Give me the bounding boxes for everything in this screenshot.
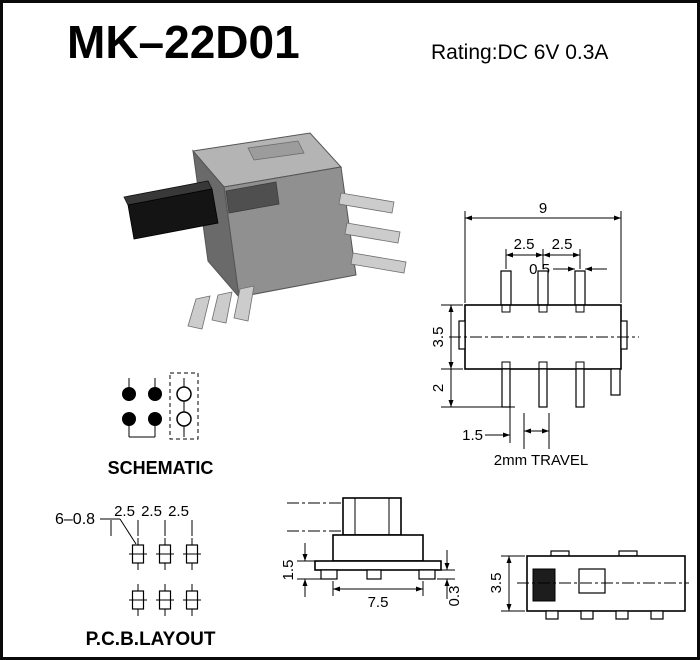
front-view-top-pins <box>500 270 586 306</box>
rating-label: Rating:DC 6V 0.3A <box>431 41 609 64</box>
schematic-label: SCHEMATIC <box>107 458 214 478</box>
pcb-pitch-2: 2.5 <box>141 503 162 520</box>
dim-text-knob-offset: 1.5 <box>462 427 483 444</box>
pcb-pitch-dims: 2.5 2.5 2.5 <box>110 503 193 536</box>
dim-side-width: 7.5 <box>332 581 424 611</box>
dim-text-pitch-left: 2.5 <box>514 236 535 253</box>
pcb-pitch-1: 2.5 <box>114 503 135 520</box>
front-view-bottom-pins <box>501 368 621 408</box>
dim-text-side-width: 7.5 <box>368 594 389 611</box>
travel-label: 2mm TRAVEL <box>494 452 588 469</box>
dim-side-foot: 0.3 <box>437 550 463 606</box>
dim-text-pin-length: 2 <box>430 384 447 392</box>
front-view-body <box>449 304 639 370</box>
dim-body-height: 3.5 <box>430 304 463 370</box>
end-view-drawing: 3.5 <box>488 550 689 620</box>
schematic-drawing <box>122 372 199 440</box>
front-view-drawing: 9 2.5 2.5 0.5 <box>430 200 639 469</box>
page-title: MK–22D01 <box>67 16 300 68</box>
pcb-hole-spec: 6–0.8 <box>55 511 95 528</box>
dim-pin-pitch: 2.5 2.5 <box>505 236 581 269</box>
dim-knob-offset: 1.5 <box>462 407 511 444</box>
product-photo <box>123 132 407 330</box>
dim-text-body-height: 3.5 <box>430 327 447 348</box>
pcb-leader-line <box>100 518 137 545</box>
switch-knob-illustration <box>123 180 219 240</box>
dim-text-end-height: 3.5 <box>488 573 505 594</box>
pcb-pads <box>129 538 201 616</box>
schematic-symbol <box>122 372 199 440</box>
dim-side-height: 1.5 <box>280 543 321 597</box>
pcb-layout-drawing: 6–0.8 2.5 2.5 2.5 <box>55 503 201 616</box>
side-view-drawing: 1.5 7.5 0.3 <box>280 497 463 611</box>
side-view-body <box>287 497 442 580</box>
pcb-pitch-3: 2.5 <box>168 503 189 520</box>
dim-text-9: 9 <box>539 200 547 217</box>
dim-text-side-foot: 0.3 <box>446 586 463 607</box>
dim-text-side-height: 1.5 <box>280 560 297 581</box>
dim-total-width: 9 <box>464 200 622 303</box>
dim-text-pitch-right: 2.5 <box>552 236 573 253</box>
pcb-layout-label: P.C.B.LAYOUT <box>85 629 216 650</box>
end-view-body <box>517 550 689 620</box>
switch-body-illustration <box>192 132 357 299</box>
dim-travel: 2mm TRAVEL <box>494 413 588 469</box>
switch-pins-illustration <box>187 192 407 330</box>
dim-end-height: 3.5 <box>488 555 525 612</box>
